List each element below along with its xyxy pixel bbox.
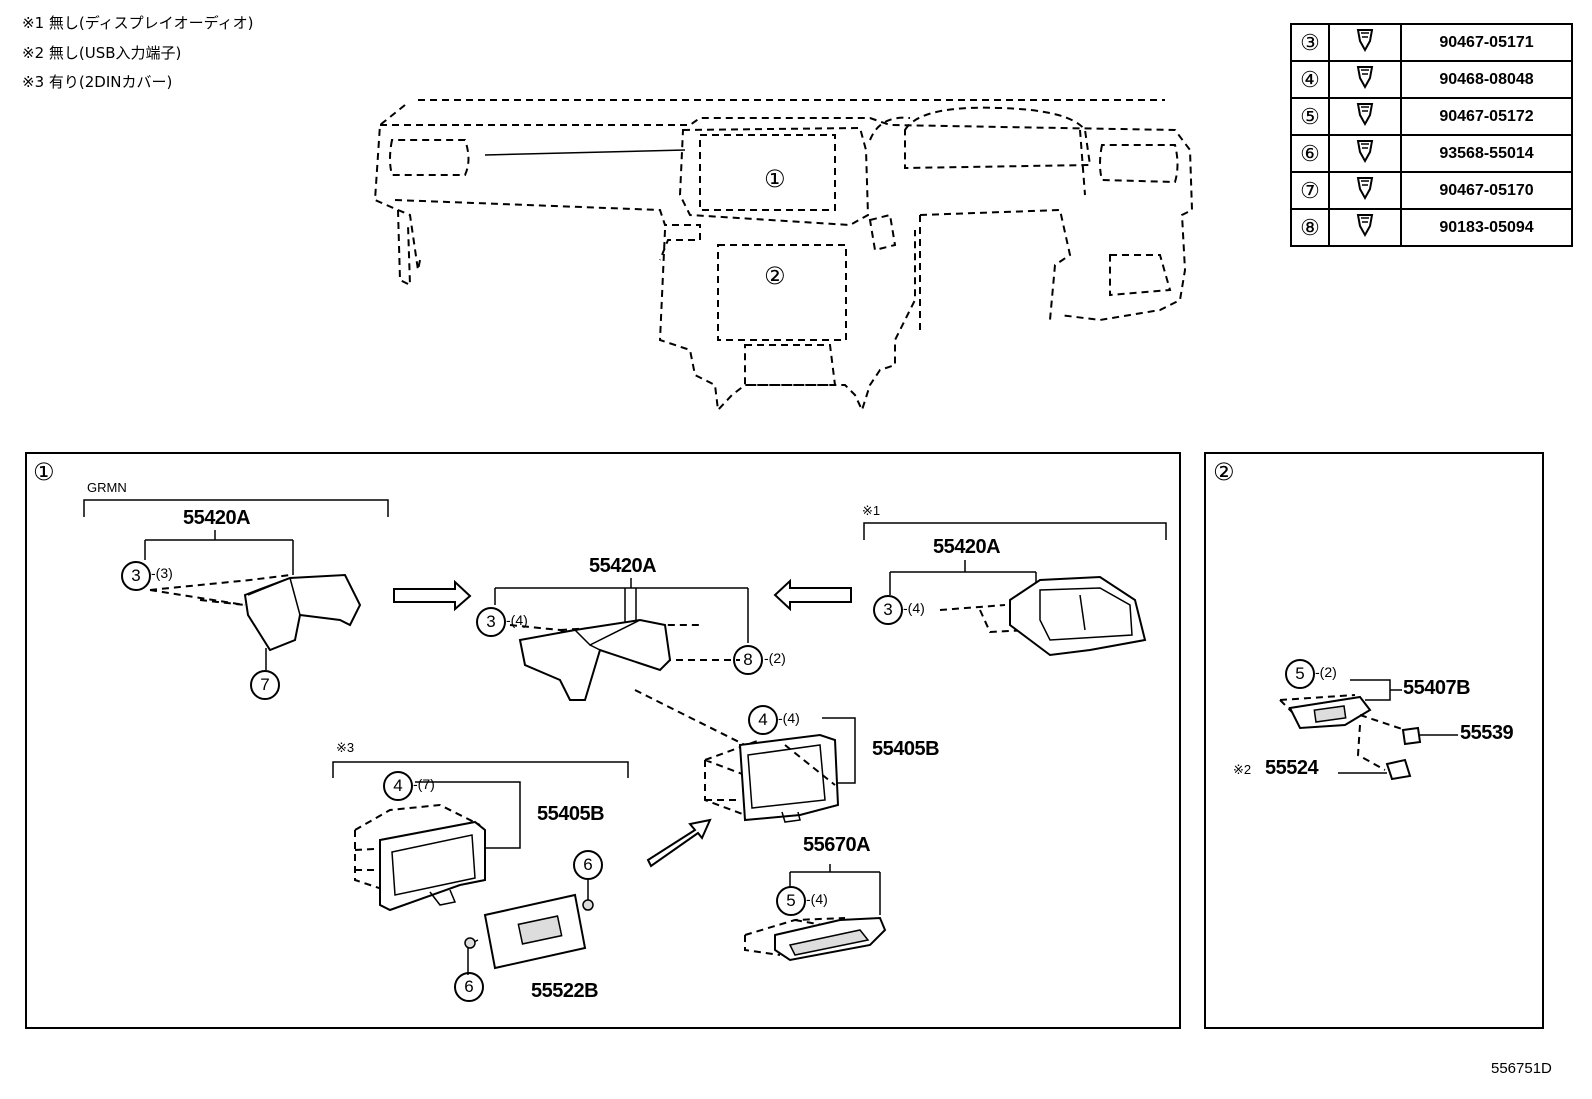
grmn-fastener-callout: 3 [121,561,151,591]
panel-1-ref: ① [33,458,55,486]
note2-mark: ※2 [1233,762,1252,777]
panel2-drawing [1279,679,1458,781]
cover-fastener-callout: 4 [383,771,413,801]
note-2: ※2 無し(USB入力端子) [22,44,182,62]
grmn-clip-callout: 7 [250,670,280,700]
grmn-label: GRMN [87,480,127,495]
fastener-part-number: 90183-05094 [1400,208,1573,247]
fastener-row: ④ 90468-08048 [1290,60,1573,99]
screw-callout-a: 6 [573,850,603,880]
panel2-fastener-qty: -(2) [1315,664,1337,680]
cover-part-number: 55405B [537,803,605,825]
center-qty-right: -(2) [764,650,786,666]
fastener-ref: ⑥ [1290,134,1330,173]
note-1: ※1 無し(ディスプレイオーディオ) [22,14,254,32]
note1-fastener-qty: -(4) [903,600,925,616]
note1-part-number: 55420A [933,536,1001,558]
box-fastener-qty: -(4) [806,891,828,907]
note1-fastener-callout: 3 [873,595,903,625]
fastener-part-number: 93568-55014 [1400,134,1573,173]
dashboard-outline [373,99,1194,413]
frame-part-number: 55405B [872,738,940,760]
cover-fastener-qty: -(7) [413,776,435,792]
panel-2 [1204,452,1544,1029]
note-3: ※3 有り(2DINカバー) [22,73,173,91]
diagram-id: 556751D [1491,1060,1552,1077]
box-fastener-callout: 5 [776,886,806,916]
fastener-row: ③ 90467-05171 [1290,23,1573,62]
frame-fastener-qty: -(4) [778,710,800,726]
fastener-ref: ⑧ [1290,208,1330,247]
overview-callout-2: ② [764,262,786,290]
fastener-row: ⑤ 90467-05172 [1290,97,1573,136]
panel-1 [25,452,1181,1029]
center-qty-left: -(4) [506,612,528,628]
fastener-icon [1328,97,1402,136]
fastener-icon [1328,60,1402,99]
center-fastener-right: 8 [733,645,763,675]
screw-callout-b: 6 [454,972,484,1002]
fastener-icon [1328,23,1402,62]
fastener-icon [1328,134,1402,173]
overview-callout-1: ① [764,165,786,193]
fastener-ref: ④ [1290,60,1330,99]
fastener-icon [1328,171,1402,210]
part-55524: 55524 [1265,757,1319,779]
panel-2-ref: ② [1213,458,1235,486]
note3-mark: ※3 [336,740,355,755]
frame-fastener-callout: 4 [748,705,778,735]
bracket-part-number: 55407B [1403,677,1471,699]
fastener-row: ⑧ 90183-05094 [1290,208,1573,247]
note1-mark: ※1 [862,503,881,518]
fastener-ref: ⑤ [1290,97,1330,136]
panel2-fastener-callout: 5 [1285,659,1315,689]
grmn-part-number: 55420A [183,507,251,529]
fastener-part-number: 90467-05170 [1400,171,1573,210]
part-55539: 55539 [1460,722,1514,744]
box-part-number: 55670A [803,834,871,856]
fastener-icon [1328,208,1402,247]
fastener-part-number: 90467-05172 [1400,97,1573,136]
fastener-ref: ⑦ [1290,171,1330,210]
fastener-row: ⑦ 90467-05170 [1290,171,1573,210]
center-fastener-left: 3 [476,607,506,637]
center-part-number: 55420A [589,555,657,577]
plate-part-number: 55522B [531,980,599,1002]
grmn-fastener-qty: -(3) [151,565,173,581]
fastener-ref: ③ [1290,23,1330,62]
fastener-part-number: 90468-08048 [1400,60,1573,99]
fastener-part-number: 90467-05171 [1400,23,1573,62]
fastener-row: ⑥ 93568-55014 [1290,134,1573,173]
fastener-table: ③ 90467-05171 ④ 90468-08048 ⑤ 90467-05172 ⑥ 935… [1290,23,1573,247]
panel1-drawing [83,499,1167,975]
